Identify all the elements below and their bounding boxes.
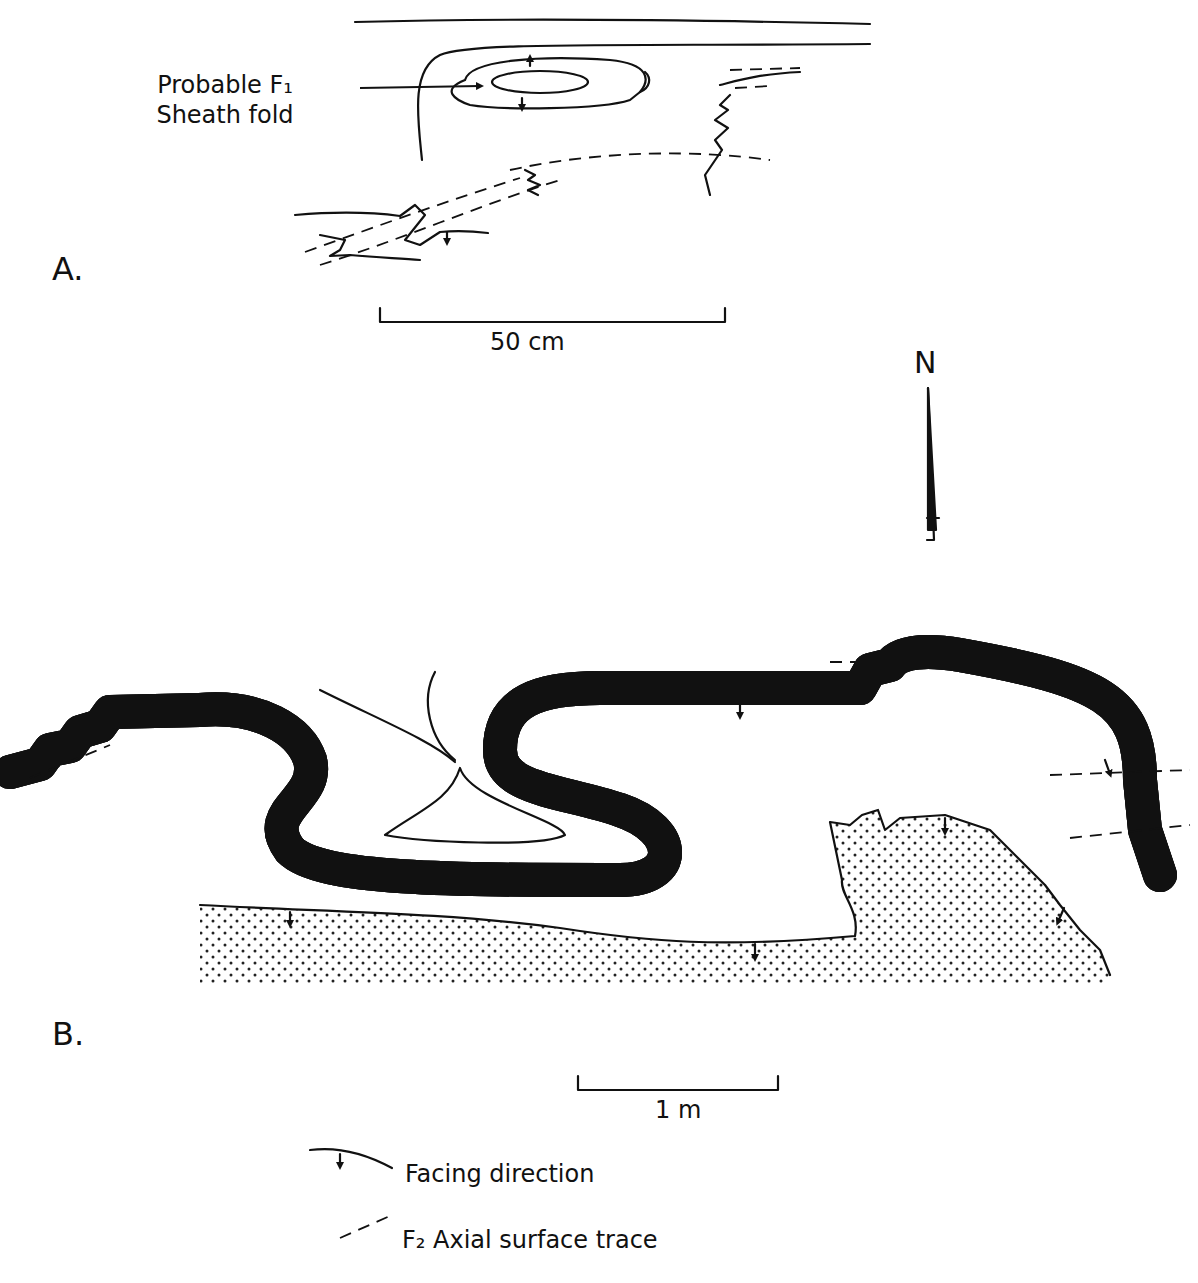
north-label: N <box>914 345 936 380</box>
part-letter: A. <box>52 250 84 288</box>
callout-label: Probable F₁ Sheath fold <box>120 70 330 130</box>
legend-text: F₂ Axial surface trace <box>402 1226 658 1254</box>
scale-label: 1 m <box>655 1096 701 1124</box>
legend-text: Facing direction <box>405 1160 594 1188</box>
part-letter: B. <box>52 1015 84 1053</box>
scale-label: 50 cm <box>490 328 565 356</box>
